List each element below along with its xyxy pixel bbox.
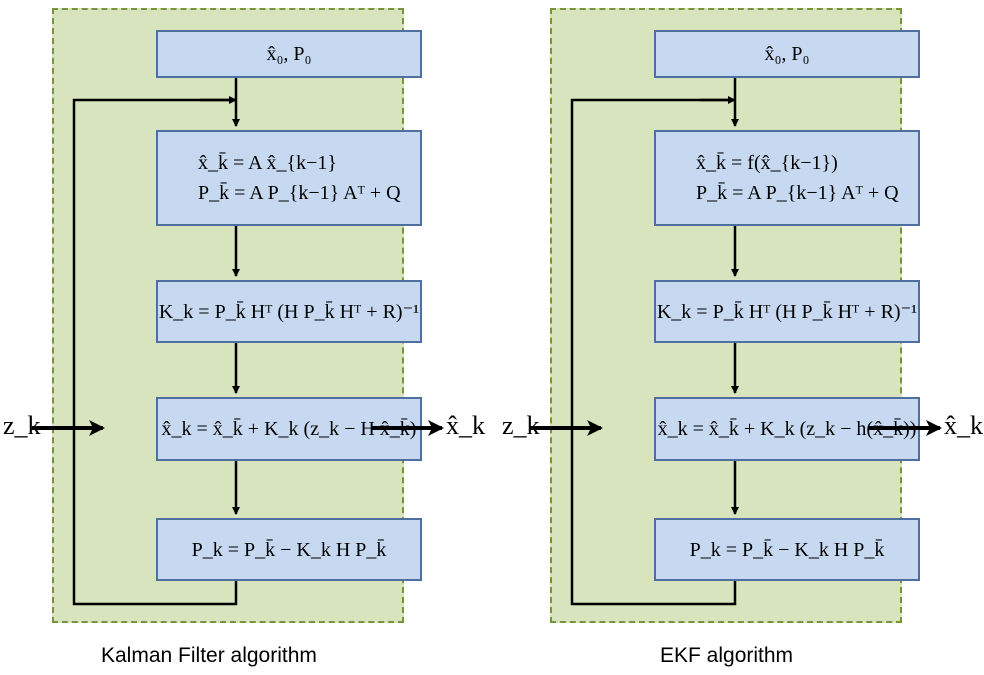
covariance-update-formula: P_k = P_k̄ − K_k H P_k̄	[191, 538, 387, 561]
update-box: x̂_k = x̂_k̄ + K_k (z_k − h(x̂_k̄))	[654, 397, 920, 461]
kalman-input-label: z_k	[3, 411, 41, 440]
init-box: x̂₀, P₀	[654, 30, 920, 78]
init-formula: x̂₀, P₀	[266, 43, 312, 65]
predict-box: x̂_k̄ = f(x̂_{k−1}) P_k̄ = A P_{k−1} Aᵀ …	[654, 130, 920, 226]
state-predict-formula: x̂_k̄ = f(x̂_{k−1})	[696, 152, 838, 174]
kalman-gain-formula: K_k = P_k̄ Hᵀ (H P_k̄ Hᵀ + R)⁻¹	[158, 300, 420, 323]
gain-box: K_k = P_k̄ Hᵀ (H P_k̄ Hᵀ + R)⁻¹	[654, 280, 920, 343]
ekf-flow-arrows	[570, 78, 739, 606]
ekf-input-label: z_k	[502, 411, 540, 440]
init-box: x̂₀, P₀	[156, 30, 422, 78]
init-formula: x̂₀, P₀	[764, 43, 810, 65]
covariance-update-formula: P_k = P_k̄ − K_k H P_k̄	[689, 538, 885, 561]
ekf-output-label: x̂_k	[944, 411, 983, 440]
covariance-predict-formula: P_k̄ = A P_{k−1} Aᵀ + Q	[198, 182, 401, 204]
feedback-loop	[570, 98, 737, 606]
covariance-predict-formula: P_k̄ = A P_{k−1} Aᵀ + Q	[696, 182, 899, 204]
kalman-output-label: x̂_k	[446, 411, 485, 440]
predict-box: x̂_k̄ = A x̂_{k−1} P_k̄ = A P_{k−1} Aᵀ +…	[156, 130, 422, 226]
kalman-gain-formula: K_k = P_k̄ Hᵀ (H P_k̄ Hᵀ + R)⁻¹	[656, 300, 918, 323]
kalman-flow-arrows	[72, 78, 240, 606]
feedback-loop	[72, 98, 238, 606]
state-update-formula: x̂_k = x̂_k̄ + K_k (z_k − H x̂_k̄)	[161, 418, 417, 440]
ekf-caption: EKF algorithm	[660, 644, 794, 667]
ekf-panel: x̂₀, P₀ x̂_k̄ = f(x̂_{k−1}) P_k̄ = A P_{…	[550, 8, 920, 623]
kalman-filter-panel: x̂₀, P₀ x̂_k̄ = A x̂_{k−1} P_k̄ = A P_{k…	[52, 8, 422, 623]
gain-box: K_k = P_k̄ Hᵀ (H P_k̄ Hᵀ + R)⁻¹	[156, 280, 422, 343]
state-update-formula: x̂_k = x̂_k̄ + K_k (z_k − h(x̂_k̄))	[657, 418, 917, 440]
covariance-box: P_k = P_k̄ − K_k H P_k̄	[654, 518, 920, 581]
state-predict-formula: x̂_k̄ = A x̂_{k−1}	[198, 152, 337, 174]
covariance-box: P_k = P_k̄ − K_k H P_k̄	[156, 518, 422, 581]
kalman-caption: Kalman Filter algorithm	[101, 644, 317, 667]
